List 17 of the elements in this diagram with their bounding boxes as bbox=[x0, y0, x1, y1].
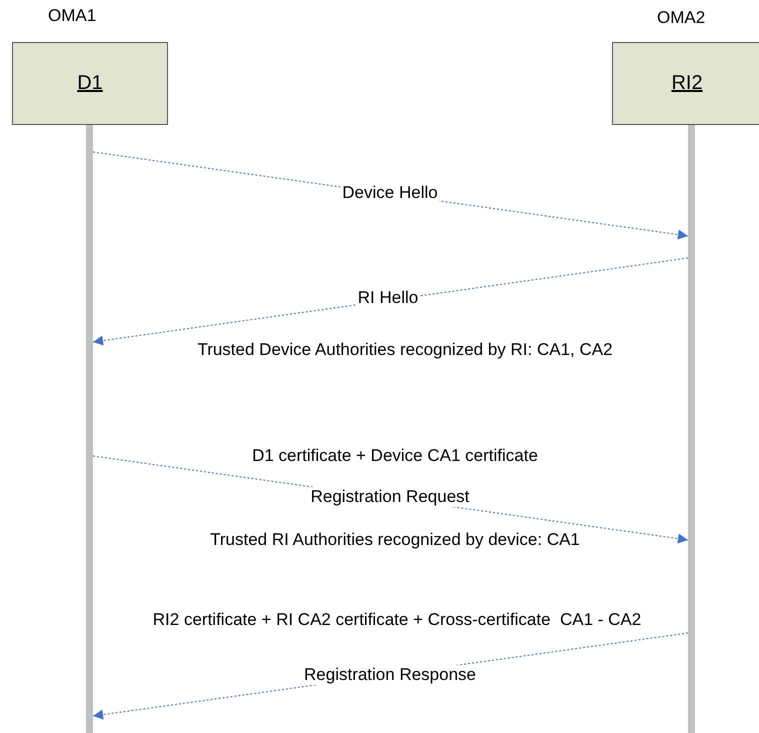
participant-label: OMA1 bbox=[48, 6, 96, 26]
message-arrow bbox=[92, 258, 688, 346]
edge-label: Device Hello bbox=[340, 183, 440, 203]
participant-label: OMA2 bbox=[657, 8, 706, 28]
participant-name: D1 bbox=[77, 72, 103, 95]
message-note: Trusted RI Authorities recognized by device: CA1 bbox=[210, 530, 580, 550]
lifeline-bar bbox=[86, 125, 93, 733]
edge-label: Registration Response bbox=[302, 665, 478, 685]
message-note: D1 certificate + Device CA1 certificate bbox=[252, 446, 538, 466]
edge-label: Registration Request bbox=[308, 487, 472, 507]
edge-label: RI Hello bbox=[356, 288, 420, 308]
participant-name: RI2 bbox=[671, 72, 703, 95]
participant-box bbox=[612, 42, 759, 125]
message-note: Trusted Device Authorities recognized by RI: CA1, CA2 bbox=[197, 340, 613, 360]
lifeline-bar bbox=[688, 125, 695, 733]
message-note: RI2 certificate + RI CA2 certificate + Cross-certificate CA1 - CA2 bbox=[152, 610, 642, 630]
participant-box bbox=[12, 42, 168, 125]
